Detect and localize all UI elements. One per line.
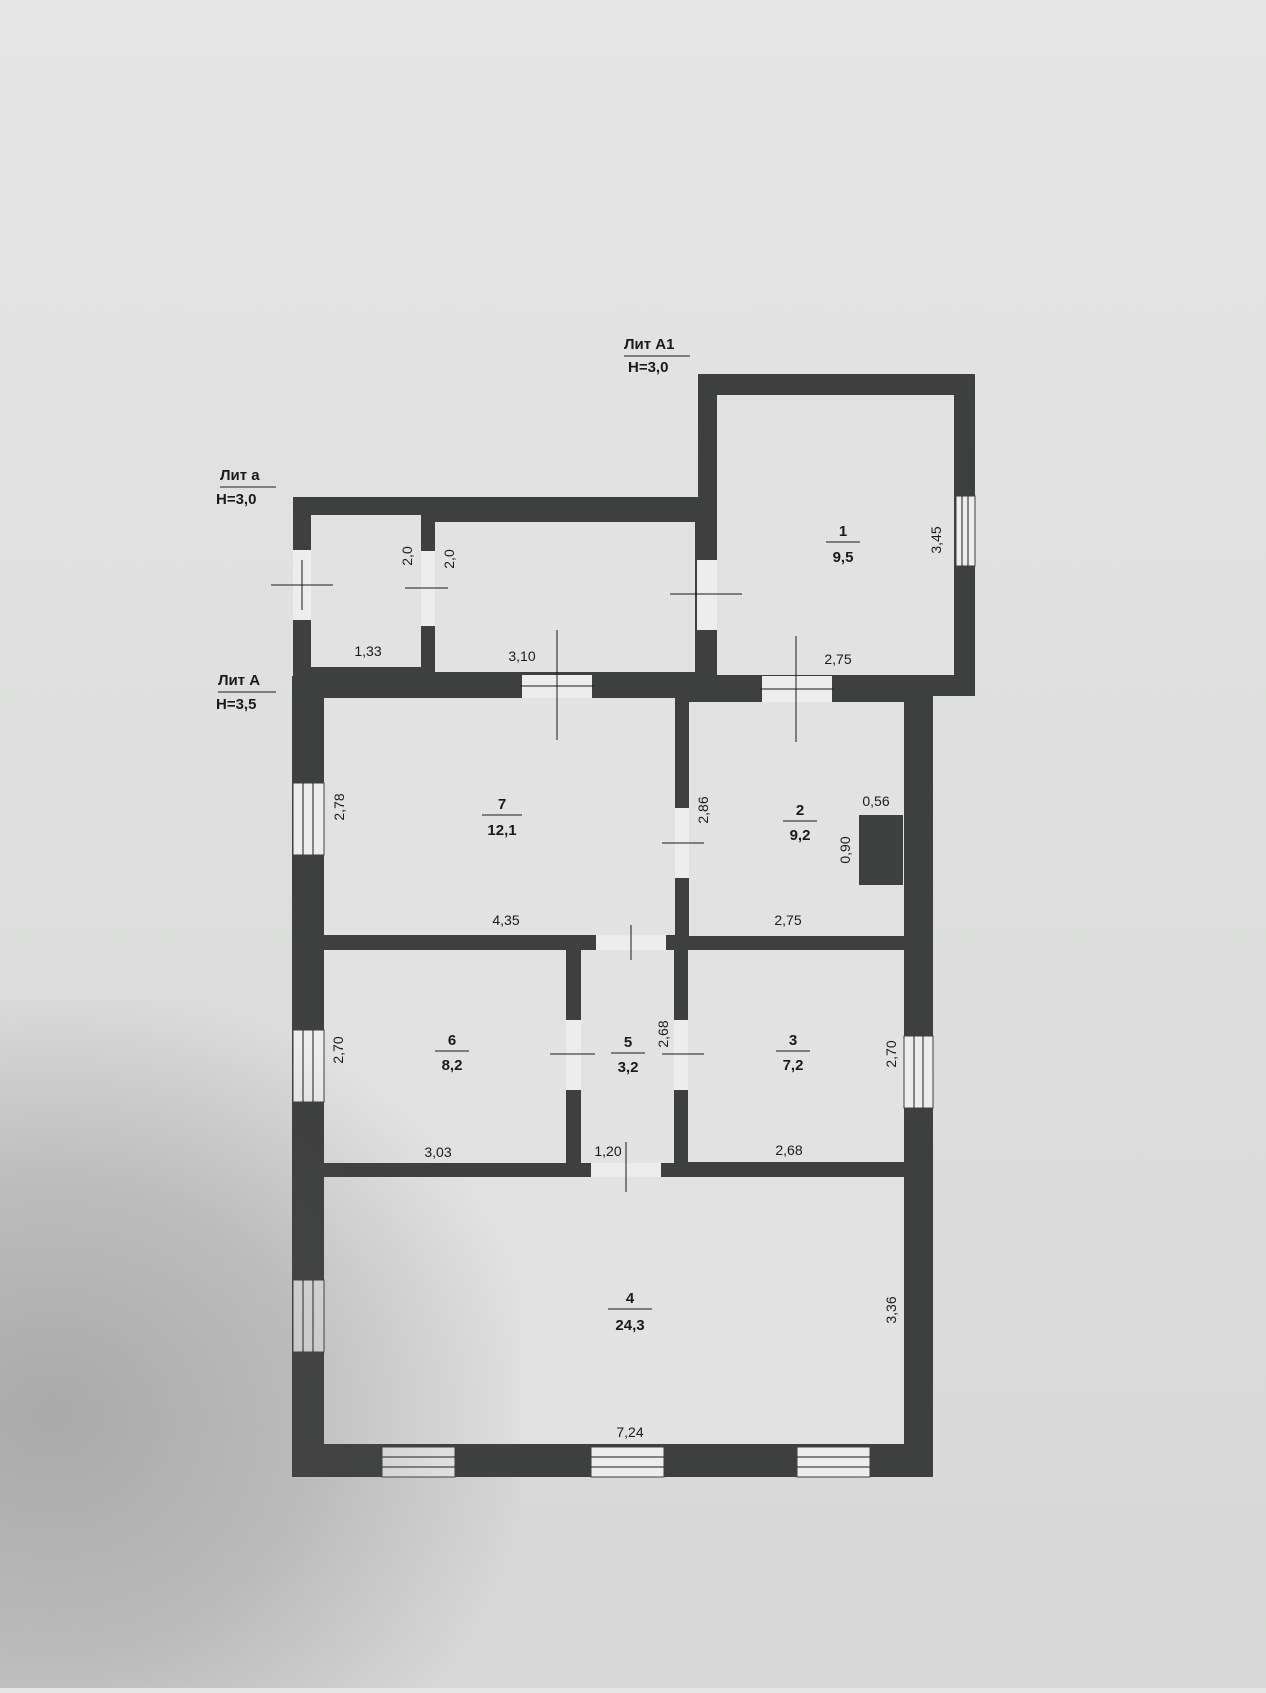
- room-number: 2: [796, 802, 804, 819]
- room-number: 3: [789, 1032, 797, 1049]
- window-room4-bottom-2: [590, 1446, 665, 1478]
- dim-r4-width: 7,24: [616, 1424, 643, 1440]
- window-room1: [955, 495, 976, 567]
- window-room4-left: [292, 1279, 325, 1353]
- label-lit-a-small: Лит а: [220, 467, 260, 484]
- dim-stove-width: 0,56: [862, 793, 889, 809]
- dim-porch-right-width: 3,10: [508, 648, 535, 664]
- label-lit-a1: Лит А1: [624, 336, 674, 353]
- room-6-label: 6 8,2: [435, 1032, 469, 1074]
- windows: [292, 495, 976, 1478]
- dim-r3-width: 2,68: [775, 1142, 802, 1158]
- window-room4-bottom-1: [381, 1446, 456, 1478]
- window-room3: [903, 1035, 934, 1109]
- room-3-label: 3 7,2: [776, 1032, 810, 1074]
- room-number: 1: [839, 523, 847, 540]
- dimension-labels: 3,45 2,75 1,33 2,0 3,10 2,0 2,78 4,35 2,…: [330, 526, 944, 1440]
- window-room4-bottom-3: [796, 1446, 871, 1478]
- label-lit-a: Лит А: [218, 672, 260, 689]
- dim-r1-height: 3,45: [928, 526, 944, 553]
- label-lit-a1-height: Н=3,0: [628, 359, 668, 376]
- dim-r7-width: 4,35: [492, 912, 519, 928]
- room-area: 9,2: [790, 827, 811, 844]
- room-6-floor: [324, 950, 566, 1163]
- dim-r5-width: 1,20: [594, 1143, 621, 1159]
- room-area: 8,2: [442, 1057, 463, 1074]
- window-room6: [292, 1029, 325, 1103]
- label-lit-a-height: Н=3,5: [216, 696, 256, 713]
- dim-r4-height: 3,36: [883, 1296, 899, 1323]
- door-room1-to-porch: [697, 560, 717, 630]
- dim-r3-height: 2,70: [883, 1040, 899, 1067]
- door-room6-to-room5: [566, 1020, 581, 1090]
- label-lit-a-small-height: Н=3,0: [216, 491, 256, 508]
- dim-stove-height: 0,90: [837, 836, 853, 863]
- window-room7: [292, 782, 325, 856]
- room-number: 5: [624, 1034, 632, 1051]
- room-7-floor: [324, 698, 675, 935]
- room-7-label: 7 12,1: [482, 796, 522, 839]
- porch-left-floor: [311, 515, 421, 667]
- door-swing-marks: [271, 560, 834, 1192]
- room-number: 4: [626, 1290, 635, 1307]
- room-area: 12,1: [487, 822, 516, 839]
- room-area: 24,3: [615, 1317, 644, 1334]
- room-area: 3,2: [618, 1059, 639, 1076]
- door-room5-to-room3: [674, 1020, 688, 1090]
- dim-porch-left-width: 1,33: [354, 643, 381, 659]
- dim-r2-width: 2,75: [774, 912, 801, 928]
- dim-porch-left-height: 2,0: [399, 546, 415, 566]
- stove-block: [859, 815, 903, 885]
- room-number: 7: [498, 796, 506, 813]
- dim-r7-height: 2,78: [331, 793, 347, 820]
- porch-right-floor: [435, 522, 695, 672]
- room-4-floor: [324, 1177, 904, 1444]
- room-number: 6: [448, 1032, 456, 1049]
- dim-r6-width: 3,03: [424, 1144, 451, 1160]
- room-1-label: 1 9,5: [826, 523, 860, 566]
- room-area: 9,5: [833, 549, 854, 566]
- dim-r6-height: 2,70: [330, 1036, 346, 1063]
- room-3-floor: [688, 950, 904, 1162]
- room-area: 7,2: [783, 1057, 804, 1074]
- dim-porch-right-height: 2,0: [441, 549, 457, 569]
- dim-r5-height: 2,68: [655, 1020, 671, 1047]
- room-5-label: 5 3,2: [611, 1034, 645, 1076]
- room-1-floor: [717, 395, 954, 675]
- room-4-label: 4 24,3: [608, 1290, 652, 1334]
- dim-r2-height: 2,86: [695, 796, 711, 823]
- room-2-label: 2 9,2: [783, 802, 817, 844]
- dim-r1-width: 2,75: [824, 651, 851, 667]
- room-5-floor: [581, 950, 674, 1163]
